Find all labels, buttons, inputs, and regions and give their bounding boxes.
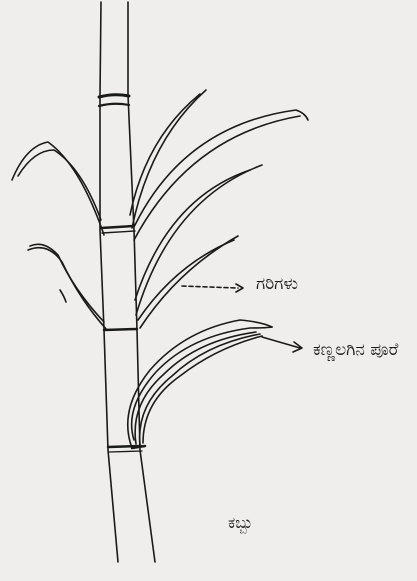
pointer-sheath — [262, 337, 302, 352]
caption-sugarcane: ಕಬ್ಬು — [228, 513, 253, 533]
pointer-leaf — [182, 284, 243, 292]
stem — [100, 2, 155, 562]
label-leaf-sheath: ಕಣ್ಣಲಗಿನ ಪೂರೆ — [313, 340, 398, 360]
leaf-sheath-drawing — [128, 320, 272, 448]
left-leaves — [12, 142, 107, 330]
label-leaves: ಗರಿಗಳು — [256, 274, 298, 294]
